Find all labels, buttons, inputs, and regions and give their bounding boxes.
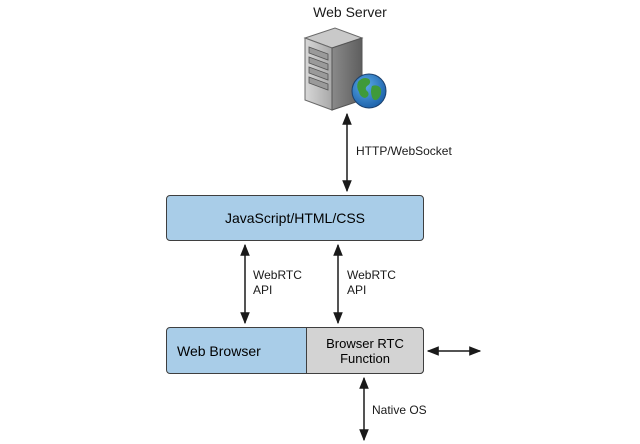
browser-rtc-function-label: Browser RTC Function bbox=[326, 336, 404, 366]
browser-rtc-line2: Function bbox=[340, 350, 390, 366]
http-websocket-label: HTTP/WebSocket bbox=[356, 144, 452, 158]
webrtc-api-right-line2: API bbox=[347, 283, 367, 297]
browser-rtc-line1: Browser RTC bbox=[326, 335, 404, 351]
javascript-html-css-label: JavaScript/HTML/CSS bbox=[224, 210, 366, 226]
javascript-html-css-box: JavaScript/HTML/CSS bbox=[166, 195, 424, 241]
webrtc-api-right-line1: WebRTC bbox=[347, 268, 396, 282]
browser-rtc-function-box: Browser RTC Function bbox=[306, 327, 424, 374]
globe-icon bbox=[351, 73, 387, 109]
webrtc-api-left-label: WebRTC API bbox=[253, 268, 302, 298]
web-server-label: Web Server bbox=[313, 4, 387, 20]
native-os-label: Native OS bbox=[372, 403, 427, 417]
web-browser-label: Web Browser bbox=[177, 342, 261, 359]
webrtc-api-left-line2: API bbox=[253, 283, 273, 297]
server-tower-icon bbox=[303, 27, 364, 111]
webrtc-api-right-label: WebRTC API bbox=[347, 268, 396, 298]
webrtc-api-left-line1: WebRTC bbox=[253, 268, 302, 282]
